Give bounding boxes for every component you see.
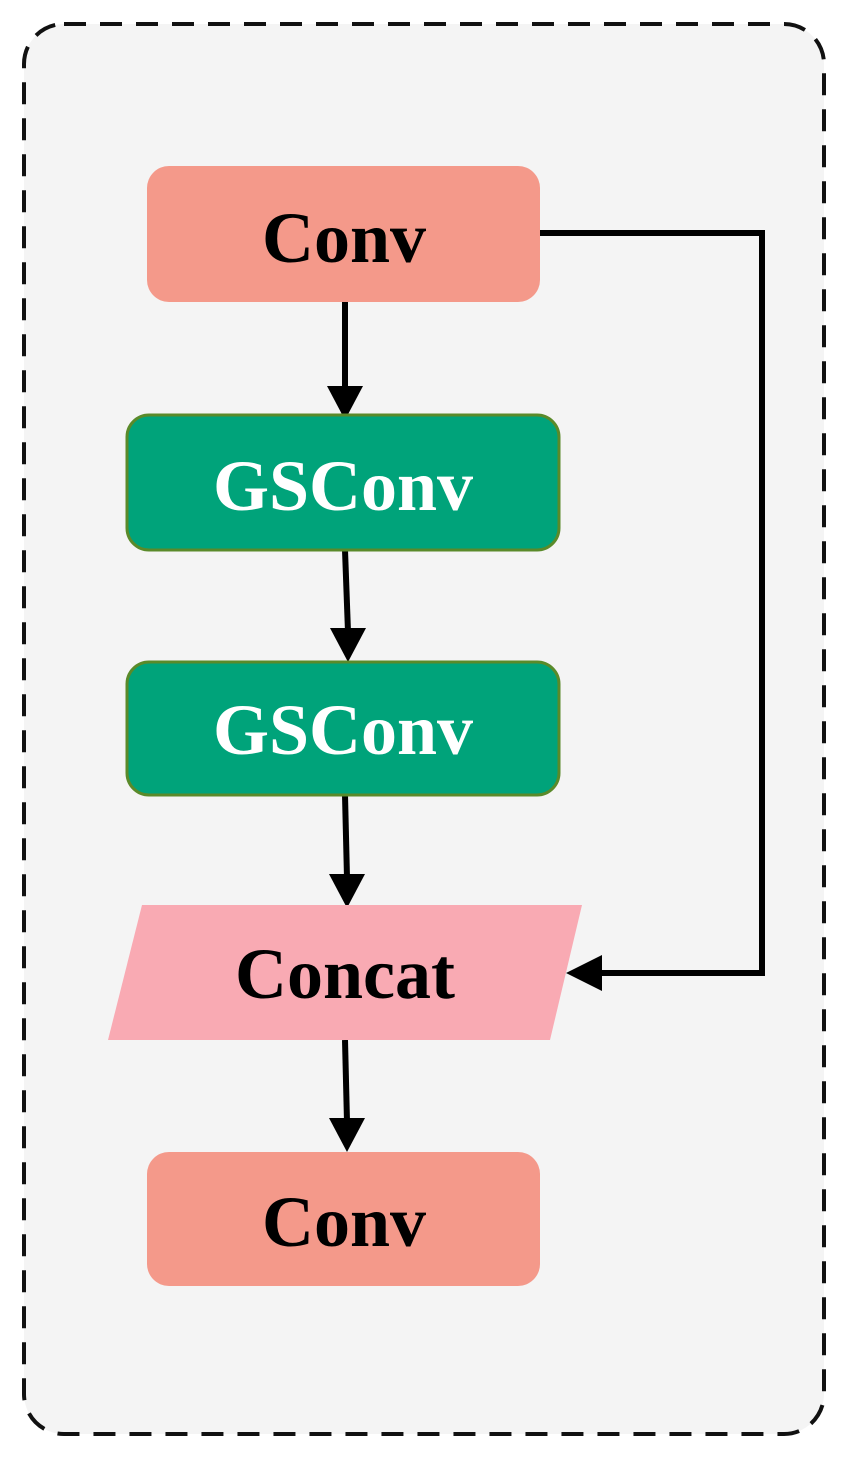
gsconv-label: GSConv <box>213 446 473 526</box>
gsconv-label: GSConv <box>213 690 473 770</box>
conv-label: Conv <box>262 1182 426 1262</box>
gsconv-box <box>125 413 561 552</box>
edges <box>327 230 765 1152</box>
arrowhead-icon <box>330 628 366 662</box>
node-gsconv-1: GSConv <box>125 413 561 552</box>
concat-label: Concat <box>235 934 455 1014</box>
conv-box <box>147 1152 540 1286</box>
node-conv-bottom: Conv <box>147 1152 540 1286</box>
node-gsconv-2: GSConv <box>125 660 561 797</box>
edge-concat-to-conv <box>342 1039 350 1123</box>
conv-box <box>147 166 540 302</box>
node-concat: Concat <box>108 905 582 1040</box>
conv-label: Conv <box>262 198 426 278</box>
edge-skip-conv-to-concat <box>540 230 765 976</box>
arrowhead-icon <box>329 874 365 908</box>
gsconv-box <box>125 660 561 797</box>
edge-gsconv-1-to-gsconv-2 <box>342 549 351 633</box>
arrowhead-icon <box>327 386 363 420</box>
arrowhead-icon <box>329 1118 365 1152</box>
arrowhead-icon <box>566 955 602 991</box>
node-conv-top: Conv <box>147 166 540 302</box>
edge-gsconv-2-to-concat <box>342 794 350 879</box>
concat-parallelogram <box>108 905 582 1040</box>
